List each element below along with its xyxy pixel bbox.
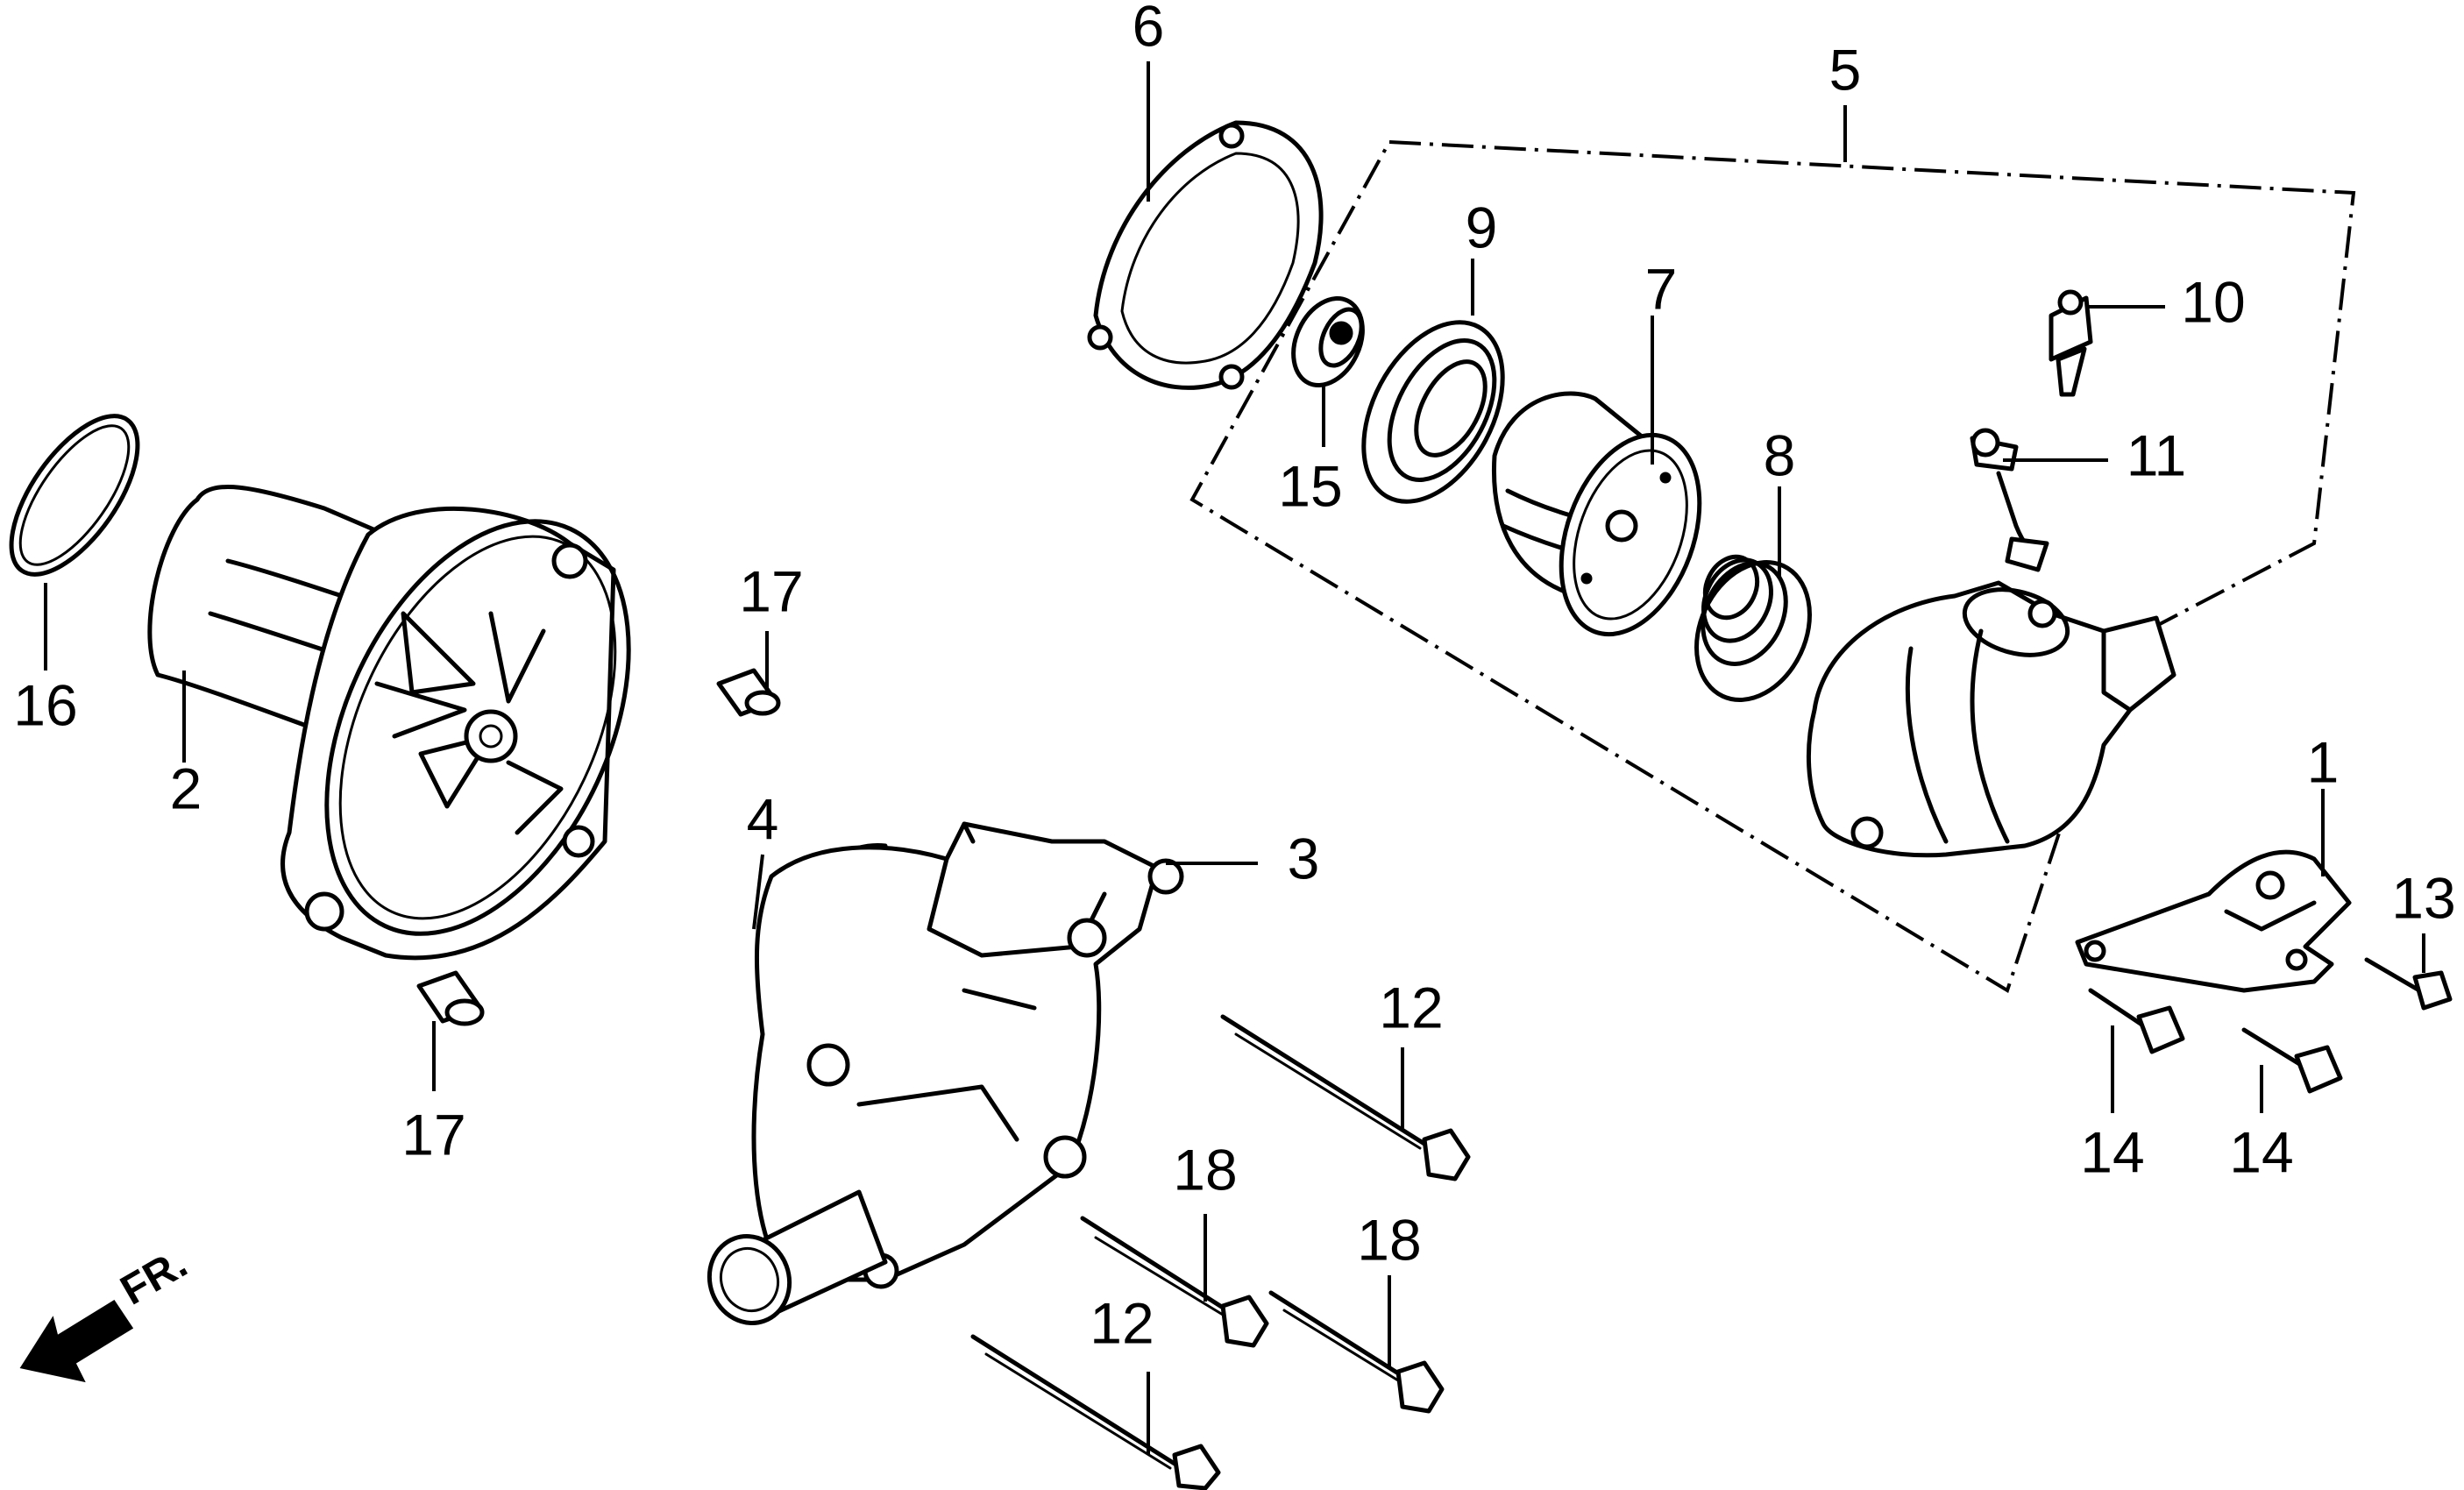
part-12-bolt-upper [1220,1014,1471,1181]
callout-17-upper: 17 [739,558,803,623]
front-direction-indicator: FR. [19,1240,195,1383]
callout-2: 2 [170,756,202,820]
part-2-pump-body [147,485,631,961]
part-12-bolt-lower [970,1334,1221,1490]
leader-lines [44,61,2425,1455]
part-1-bracket [2075,849,2352,993]
callout-11: 11 [2127,422,2187,487]
part-15-bearing [1291,295,1365,388]
callout-4: 4 [747,786,779,851]
callout-8: 8 [1764,422,1796,487]
callout-15: 15 [1278,453,1342,518]
callout-5: 5 [1829,37,1862,102]
callout-9: 9 [1466,195,1498,259]
callout-1: 1 [2307,729,2340,794]
part-3-pump-cover [707,821,1184,1325]
part-11-clamp [1970,428,2049,572]
callout-18-left: 18 [1173,1137,1237,1202]
part-8-spring [1694,554,1812,703]
callout-3: 3 [1288,826,1320,890]
callout-14-right: 14 [2229,1119,2293,1184]
callout-13: 13 [2391,865,2455,930]
callout-7: 7 [1645,256,1678,321]
part-18-bolt-left [1080,1216,1269,1348]
callout-labels: 1 2 3 4 5 6 7 8 9 10 11 12 12 13 14 14 1… [13,0,2455,1355]
part-16-o-ring [9,414,140,577]
callout-17-lower: 17 [401,1102,465,1167]
callout-14-left: 14 [2080,1119,2144,1184]
callout-12-upper: 12 [1379,975,1443,1039]
part-14-bolt-right [2241,1027,2343,1094]
part-17-dowel-pin-lower [416,970,485,1026]
callout-6: 6 [1133,0,1165,58]
callout-16: 16 [13,672,77,737]
thermostat-cover [1806,580,2176,858]
callout-12-lower: 12 [1090,1290,1154,1355]
callout-18-right: 18 [1357,1207,1421,1272]
part-10-bleed-screw [2049,289,2093,397]
part-13-bolt [2364,957,2453,1011]
front-direction-label: FR. [113,1240,195,1315]
part-9-oil-seal [1361,320,1505,504]
part-7-cup [1491,391,1702,637]
part-18-bolt-right [1268,1290,1445,1414]
part-14-bolt-left [2088,988,2185,1054]
front-arrow-icon [19,1299,134,1383]
part-6-gasket [1087,120,1324,390]
part-17-dowel-pin-upper [716,668,781,717]
callout-10: 10 [2181,269,2245,334]
